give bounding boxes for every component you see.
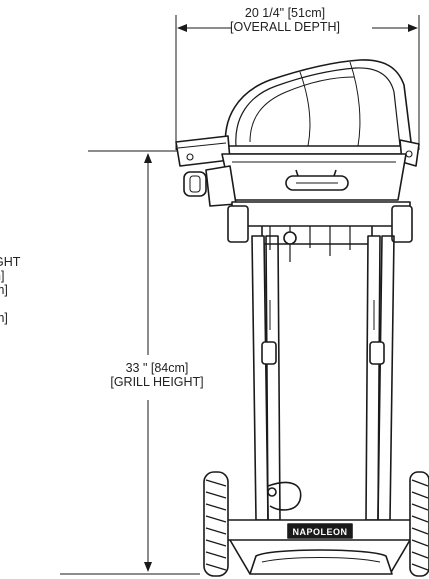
depth-label: 20 1/4" [51cm] [OVERALL DEPTH] bbox=[205, 6, 365, 34]
cart-top-frame bbox=[227, 201, 413, 262]
depth-value: 20 1/4" [51cm] bbox=[244, 6, 326, 20]
side-shelf-left bbox=[175, 135, 231, 167]
height-caption: [GRILL HEIGHT] bbox=[110, 375, 204, 389]
cropped-line-4 bbox=[0, 297, 20, 311]
height-dimension bbox=[60, 150, 200, 575]
cropped-line-2: n] bbox=[0, 269, 5, 283]
grill-illustration bbox=[175, 59, 429, 577]
cropped-line-1: GHT bbox=[0, 255, 21, 269]
cropped-line-5: m] bbox=[0, 311, 8, 325]
control-knob bbox=[183, 171, 207, 197]
cropped-line-3: m] bbox=[0, 283, 8, 297]
height-label: 33 " [84cm] [GRILL HEIGHT] bbox=[92, 361, 222, 389]
cropped-side-text: GHT n] m] m] bbox=[0, 255, 20, 325]
grill-lid bbox=[221, 59, 417, 155]
cart-base-frame bbox=[225, 519, 415, 575]
wheel-left bbox=[203, 471, 229, 577]
grill-firebox bbox=[205, 153, 407, 207]
brand-plate-text: NAPOLEON bbox=[292, 527, 347, 537]
tank-bracket bbox=[267, 481, 302, 511]
wheel-right bbox=[409, 471, 429, 577]
cart-legs bbox=[251, 235, 395, 521]
depth-caption: [OVERALL DEPTH] bbox=[230, 20, 340, 34]
height-value: 33 " [84cm] bbox=[125, 361, 189, 375]
depth-dimension bbox=[175, 15, 420, 150]
